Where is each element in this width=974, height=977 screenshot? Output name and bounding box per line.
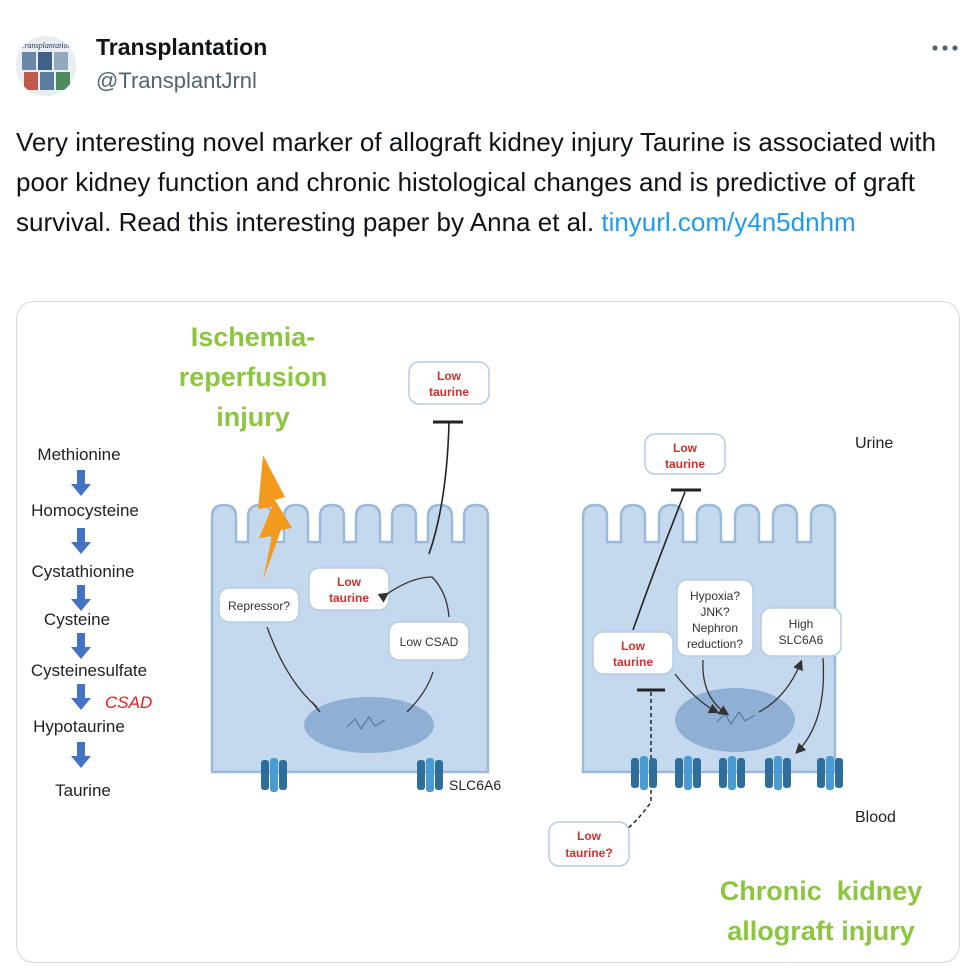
label-low-csad: Low CSAD: [400, 635, 459, 649]
left-title-line: Ischemia-: [191, 322, 316, 352]
right-transporters: [631, 756, 843, 790]
csad-arrow: [377, 576, 450, 618]
label-low: Low: [577, 829, 602, 843]
pathway-step: Cysteinesulfate: [31, 661, 147, 680]
repressor-box: Repressor?: [218, 587, 300, 623]
nucleus-arrow: [406, 671, 434, 713]
pathway-arrows: [71, 470, 91, 768]
label-repressor: Repressor?: [228, 599, 290, 613]
hypoxia-arrow: [702, 659, 730, 716]
taurine-to-nucleus-arrow: [674, 673, 720, 714]
transporter: [719, 756, 745, 790]
dna-icon: [346, 715, 386, 731]
down-arrow-icon: [71, 742, 91, 768]
lightning-icon: [258, 455, 292, 580]
left-transporter: [261, 758, 287, 792]
pathway-step: Homocysteine: [31, 501, 139, 520]
taurine-figure: Methionine Homocysteine Cystathionine Cy…: [31, 322, 923, 946]
pathway-step: Methionine: [37, 445, 120, 464]
label-taurine: taurine: [665, 457, 705, 471]
avatar-logo-text: Transplantation: [20, 41, 71, 50]
pathway-step: Taurine: [55, 781, 111, 800]
low-csad-box: Low CSAD: [388, 621, 470, 661]
down-arrow-icon: [71, 633, 91, 659]
avatar[interactable]: Transplantation: [16, 36, 76, 96]
label-high: High: [789, 617, 814, 631]
left-transporter: [417, 758, 443, 792]
label-taurine-question: taurine?: [565, 846, 612, 860]
slc-to-membrane-arrow: [795, 657, 825, 754]
left-cell: [210, 503, 490, 774]
left-title-line: reperfusion: [179, 362, 328, 392]
export-line: [428, 421, 450, 555]
left-title-line: injury: [216, 402, 290, 432]
nucleus-to-slc-arrow: [758, 659, 803, 713]
low-taurine-question-box: Low taurine?: [548, 821, 630, 867]
label-taurine: taurine: [429, 385, 469, 399]
transporter: [675, 756, 701, 790]
label-taurine: taurine: [613, 655, 653, 669]
left-low-taurine-mid: Low taurine: [308, 567, 390, 611]
export-line: [632, 491, 686, 631]
label-hypoxia: Hypoxia?: [690, 589, 740, 603]
pathway-step: Cystathionine: [31, 562, 134, 581]
left-nucleus: [304, 697, 434, 753]
enzyme-label: CSAD: [105, 693, 152, 712]
label-slc: SLC6A6: [779, 633, 824, 647]
repressor-inhibit: [266, 626, 318, 708]
right-title-line: allograft injury: [727, 916, 915, 946]
label-blood: Blood: [855, 809, 896, 826]
pathway-step: Cysteine: [44, 610, 110, 629]
down-arrow-icon: [71, 684, 91, 710]
label-nephron: Nephron: [692, 621, 738, 635]
high-slc-box: High SLC6A6: [760, 607, 842, 657]
right-low-taurine-mid: Low taurine: [592, 631, 674, 675]
account-name[interactable]: Transplantation: [96, 34, 268, 60]
transporter: [765, 756, 791, 790]
right-title: Chronic kidney allograft injury: [720, 876, 923, 946]
label-low: Low: [337, 575, 362, 589]
label-low: Low: [437, 369, 462, 383]
right-nucleus: [675, 688, 795, 752]
label-jnk: JNK?: [700, 605, 730, 619]
transporter: [631, 756, 657, 790]
down-arrow-icon: [71, 585, 91, 611]
label-urine: Urine: [855, 435, 893, 452]
more-options-icon[interactable]: [928, 32, 962, 62]
tweet-text: Very interesting novel marker of allogra…: [16, 122, 956, 242]
label-low: Low: [621, 639, 646, 653]
label-slc6a6: SLC6A6: [449, 777, 501, 793]
tweet-body: Very interesting novel marker of allogra…: [16, 127, 937, 237]
hypoxia-box: Hypoxia? JNK? Nephron reduction?: [676, 579, 754, 657]
tweet-media-image[interactable]: Methionine Homocysteine Cystathionine Cy…: [16, 301, 960, 963]
down-arrow-icon: [71, 528, 91, 554]
label-reduction: reduction?: [687, 637, 743, 651]
pathway-list: Methionine Homocysteine Cystathionine Cy…: [31, 445, 147, 800]
pathway-step: Hypotaurine: [33, 717, 125, 736]
label-low: Low: [673, 441, 698, 455]
left-title: Ischemia- reperfusion injury: [179, 322, 328, 432]
transporter: [817, 756, 843, 790]
right-low-taurine-top: Low taurine: [644, 433, 726, 475]
right-title-line: Chronic kidney: [720, 876, 923, 906]
account-handle[interactable]: @TransplantJrnl: [96, 68, 257, 93]
down-arrow-icon: [71, 470, 91, 496]
tweet-link[interactable]: tinyurl.com/y4n5dnhm: [601, 207, 856, 237]
label-taurine: taurine: [329, 591, 369, 605]
inhibit-bar: [311, 701, 321, 713]
left-low-taurine-top: Low taurine: [408, 361, 490, 405]
